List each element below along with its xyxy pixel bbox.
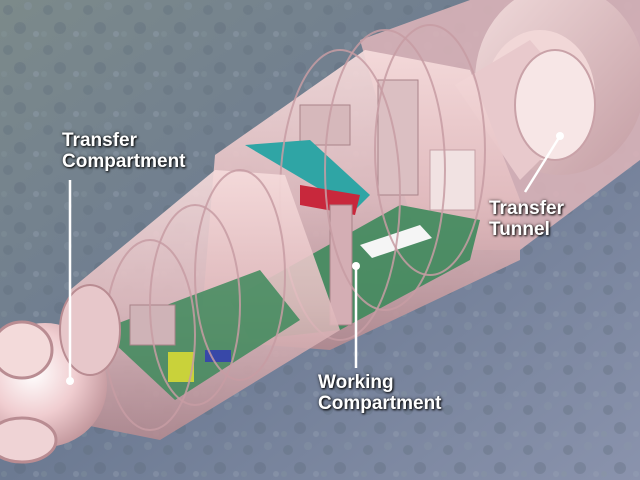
docking-sphere [0, 284, 121, 464]
leader-lines [66, 132, 564, 385]
label-working-compartment-line1: Working [318, 372, 394, 393]
label-transfer-tunnel-line1: Transfer [489, 198, 564, 219]
label-transfer-tunnel-line2: Tunnel [489, 219, 550, 240]
leader-dot-transfer-tunnel [556, 132, 564, 140]
leader-dot-transfer-compartment [66, 377, 74, 385]
label-transfer-tunnel: Transfer Tunnel [489, 198, 564, 240]
leader-transfer-tunnel [523, 135, 562, 193]
label-working-compartment-line2: Compartment [318, 393, 442, 414]
transfer-compartment-hull [60, 169, 340, 440]
transfer-tunnel [455, 40, 596, 180]
label-working-compartment: Working Compartment [318, 372, 442, 414]
leader-dot-working-compartment [352, 262, 360, 270]
label-transfer-compartment-line2: Compartment [62, 151, 186, 172]
label-transfer-compartment: Transfer Compartment [62, 130, 186, 172]
label-transfer-compartment-line1: Transfer [62, 130, 137, 151]
